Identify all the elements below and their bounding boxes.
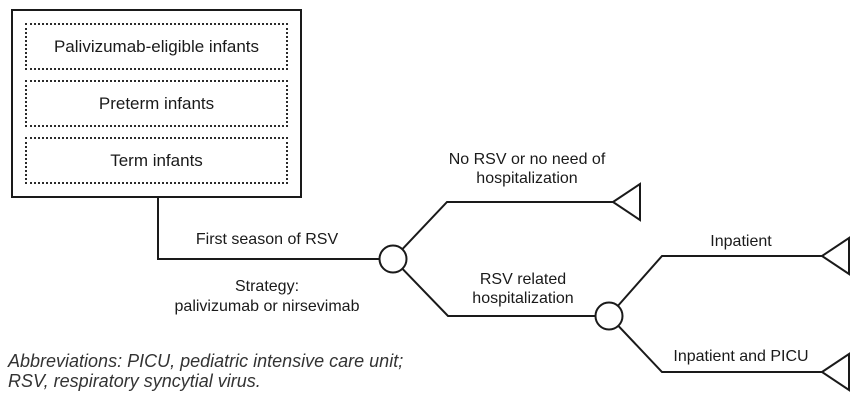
- population-item-palivizumab-eligible: Palivizumab-eligible infants: [25, 23, 288, 70]
- rsv-hospitalization-branch-line: [401, 268, 596, 317]
- abbreviations-footnote: Abbreviations: PICU, pediatric intensive…: [8, 351, 404, 391]
- population-item-label: Term infants: [110, 150, 203, 170]
- no-rsv-branch-line: [401, 201, 613, 250]
- terminal-node-inpatient: [820, 236, 850, 276]
- branch-label-inpatient: Inpatient: [710, 233, 772, 250]
- branch-label-no-rsv: No RSV or no need of hospitalization: [448, 151, 606, 187]
- terminal-node-no-rsv: [611, 182, 641, 222]
- strategy-label: Strategy: palivizumab or nirsevimab: [174, 278, 360, 315]
- branch-label-inpatient-picu: Inpatient and PICU: [673, 348, 809, 365]
- population-box: Palivizumab-eligible infants Preterm inf…: [11, 9, 302, 198]
- root-branch-label: First season of RSV: [195, 231, 339, 248]
- population-item-preterm: Preterm infants: [25, 80, 288, 127]
- population-item-label: Preterm infants: [98, 93, 215, 113]
- branch-label-rsv-hospitalization: RSV related hospitalization: [472, 271, 574, 307]
- inpatient-branch-line: [617, 255, 822, 307]
- chance-node-first-season: [378, 244, 408, 274]
- terminal-node-inpatient-picu: [820, 352, 850, 392]
- chance-node-hospitalization: [594, 301, 624, 331]
- population-item-label: Palivizumab-eligible infants: [53, 36, 260, 56]
- population-item-term: Term infants: [25, 137, 288, 184]
- inpatient-picu-branch-line: [617, 325, 822, 373]
- root-branch-line: [157, 198, 380, 260]
